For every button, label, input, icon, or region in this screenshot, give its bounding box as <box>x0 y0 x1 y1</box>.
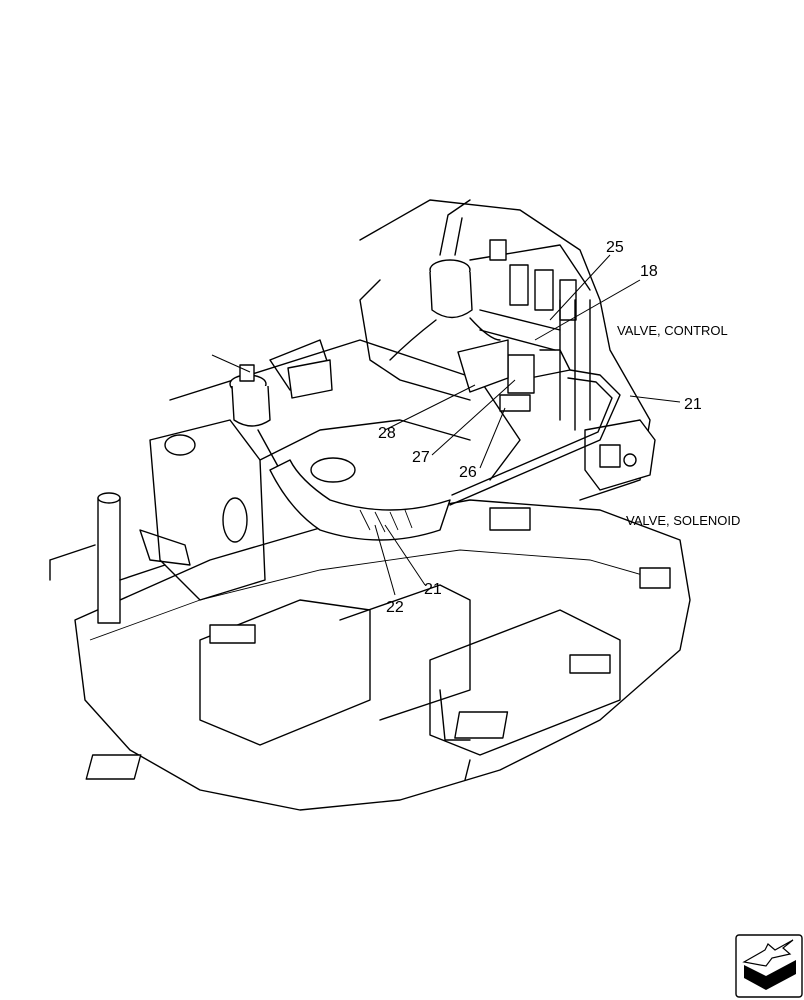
callout-28: 28 <box>378 425 396 442</box>
callout-text: 28 <box>378 425 396 442</box>
callout-26: 26 <box>459 464 477 481</box>
callout-22: 22 <box>386 599 404 616</box>
revolving-frame <box>49 492 691 811</box>
callout-text: 21 <box>684 396 702 413</box>
label-valve-solenoid: VALVE, SOLENOID <box>626 513 740 528</box>
callout-text: 18 <box>640 263 658 280</box>
callout-21-top: 21 <box>684 396 702 413</box>
leader-lines <box>211 254 681 596</box>
callout-text: 22 <box>386 599 404 616</box>
callout-text: 21 <box>424 581 442 598</box>
callout-text: 25 <box>606 239 624 256</box>
label-valve-control: VALVE, CONTROL <box>617 323 728 338</box>
callout-27: 27 <box>412 449 430 466</box>
callout-21-bottom: 21 <box>424 581 442 598</box>
callout-text: 27 <box>412 449 430 466</box>
pilot-valve-right <box>359 199 501 401</box>
cab-frame <box>149 339 521 601</box>
callout-18: 18 <box>640 263 658 280</box>
callout-25: 25 <box>606 239 624 256</box>
navigation-arrow-icon[interactable] <box>735 934 803 998</box>
control-valve <box>359 199 656 501</box>
harness <box>269 339 621 541</box>
callout-text: 26 <box>459 464 477 481</box>
